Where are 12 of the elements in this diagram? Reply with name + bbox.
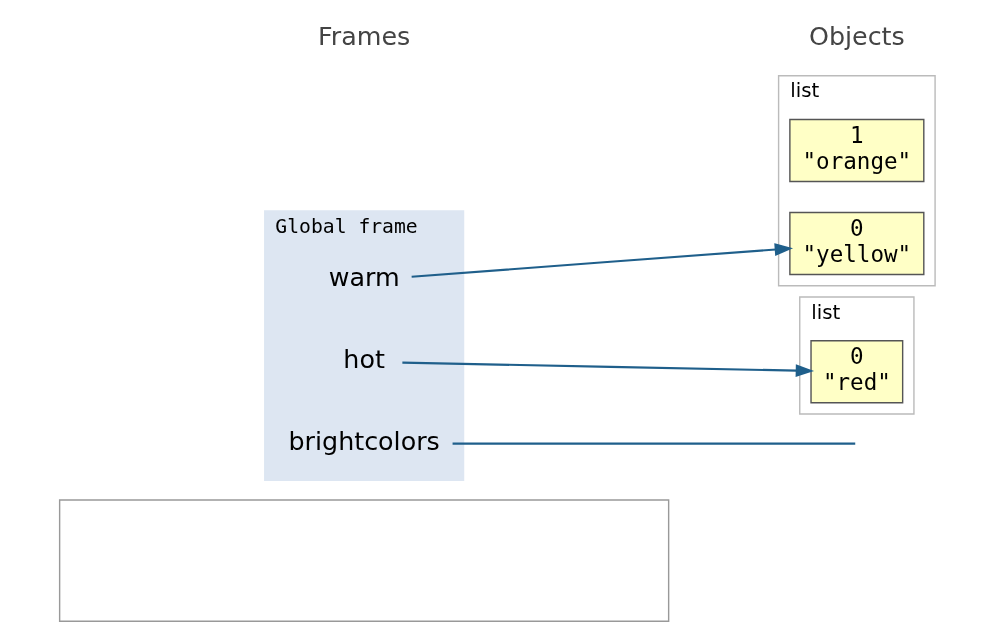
label: Objects [808, 21, 905, 52]
node-box: 0 "yellow" [788, 211, 924, 276]
node-box: 0 "red" [809, 340, 903, 404]
arrow [401, 361, 814, 377]
node-text: brightcolors [287, 425, 440, 456]
label: Frames [317, 21, 410, 52]
node-box: 1 "orange" [788, 118, 924, 183]
node-text: hot [342, 344, 385, 375]
node-text: warm [328, 262, 400, 293]
arrow [411, 243, 793, 278]
connector [452, 442, 855, 445]
node-box [58, 499, 669, 622]
